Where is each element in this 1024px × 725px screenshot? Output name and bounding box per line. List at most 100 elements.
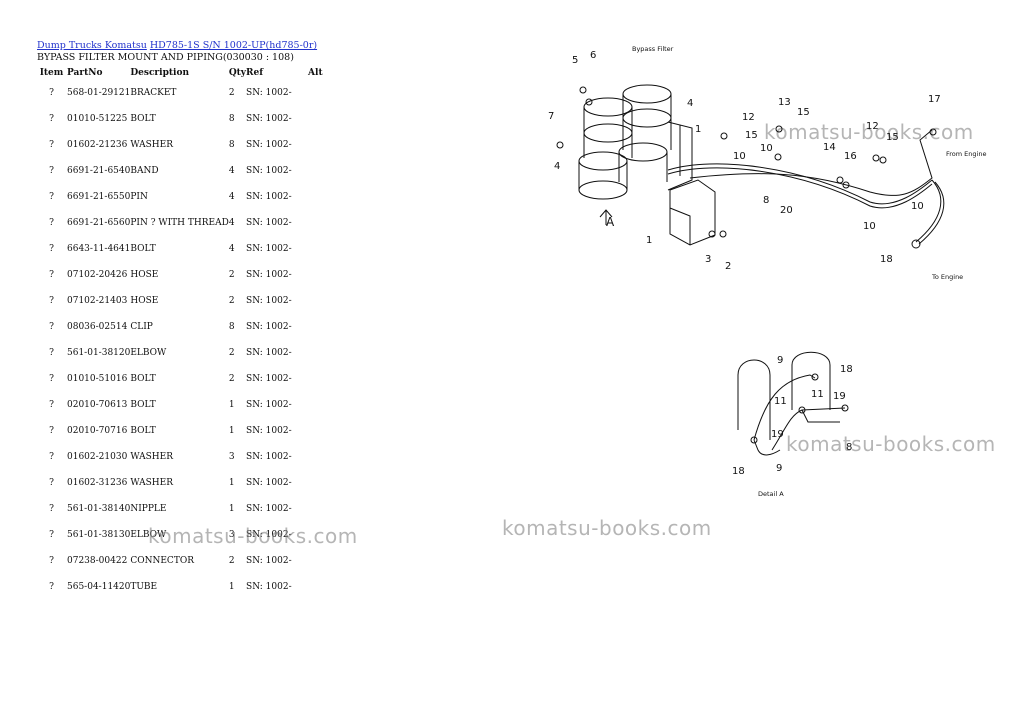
- cell-qty: 4: [228, 166, 235, 176]
- filter-canister-front-right: [618, 142, 668, 182]
- cell-partno: 02010-70613: [67, 400, 128, 410]
- cell-ref: SN: 1002-: [246, 88, 292, 98]
- cell-ref: SN: 1002-: [246, 140, 292, 150]
- cell-alt: [308, 496, 328, 522]
- cell-item: ?: [49, 166, 54, 176]
- callout-4: 4: [687, 98, 693, 109]
- cell-qty: 4: [228, 192, 235, 202]
- cell-alt: [308, 574, 328, 600]
- cell-item: ?: [49, 270, 54, 280]
- breadcrumb-link-model[interactable]: HD785-1S S/N 1002-UP(hd785-0r): [149, 40, 318, 51]
- cell-ref: SN: 1002-: [246, 296, 292, 306]
- callout-10-b: 10: [760, 143, 773, 154]
- watermark-top-right: komatsu-books.com: [764, 120, 974, 144]
- cell-partno: 07238-00422: [67, 556, 128, 566]
- cell-qty: 8: [228, 140, 235, 150]
- cell-qty: 2: [228, 374, 235, 384]
- cell-partno: 6691-21-6540: [67, 166, 131, 176]
- detail-a-label: Detail A: [758, 490, 784, 498]
- cell-partno: 561-01-38140: [67, 504, 131, 514]
- callout-13: 13: [778, 97, 791, 108]
- detail-callout-11-b: 11: [811, 389, 824, 400]
- cell-qty: 2: [228, 296, 235, 306]
- cell-ref: SN: 1002-: [246, 192, 292, 202]
- cell-item: ?: [49, 348, 54, 358]
- cell-qty: 3: [228, 452, 235, 462]
- cell-alt: [308, 262, 328, 288]
- callout-10-c: 10: [863, 221, 876, 232]
- cell-alt: [308, 470, 328, 496]
- callout-4-lower: 4: [554, 161, 560, 172]
- cell-description: BRACKET: [130, 88, 177, 98]
- cell-alt: [308, 340, 328, 366]
- cell-ref: SN: 1002-: [246, 530, 292, 540]
- parts-diagram: 5 6 4 1 7 4 12 15 13 15 17 12 15 14 16 1…: [548, 45, 986, 498]
- callout-2: 2: [725, 261, 731, 272]
- cell-description: WASHER: [130, 140, 174, 150]
- cell-description: TUBE: [130, 582, 158, 592]
- cell-item: ?: [49, 114, 54, 124]
- cell-ref: SN: 1002-: [246, 478, 292, 488]
- callout-8: 8: [763, 195, 769, 206]
- cell-item: ?: [49, 192, 54, 202]
- cell-ref: SN: 1002-: [246, 504, 292, 514]
- cell-alt: [308, 132, 328, 158]
- cell-qty: 2: [228, 88, 235, 98]
- cell-partno: 02010-70716: [67, 426, 128, 436]
- header-alt: Alt: [308, 68, 323, 78]
- cell-partno: 01010-51225: [67, 114, 128, 124]
- callout-15-b: 15: [797, 107, 810, 118]
- cell-qty: 1: [228, 426, 235, 436]
- cell-description: WASHER: [130, 478, 174, 488]
- cell-ref: SN: 1002-: [246, 374, 292, 384]
- cell-qty: 1: [228, 478, 235, 488]
- cell-partno: 561-01-38120: [67, 348, 131, 358]
- detail-callout-18-b: 18: [732, 466, 745, 477]
- callout-1: 1: [695, 124, 701, 135]
- cell-partno: 08036-02514: [67, 322, 128, 332]
- cell-qty: 8: [228, 322, 235, 332]
- cell-alt: [308, 106, 328, 132]
- cell-alt: [308, 418, 328, 444]
- cell-partno: 565-04-11420: [67, 582, 131, 592]
- cell-qty: 1: [228, 504, 235, 514]
- cell-item: ?: [49, 582, 54, 592]
- cell-qty: 2: [228, 556, 235, 566]
- cell-qty: 1: [228, 400, 235, 410]
- cell-description: BOLT: [130, 244, 156, 254]
- detail-callout-11-a: 11: [774, 396, 787, 407]
- filter-canister-rear-right: [622, 84, 672, 150]
- callout-6: 6: [590, 50, 596, 61]
- callout-5: 5: [572, 55, 578, 66]
- callout-10-a: 10: [733, 151, 746, 162]
- cell-ref: SN: 1002-: [246, 426, 292, 436]
- cell-qty: 4: [228, 218, 235, 228]
- cell-qty: 2: [228, 270, 235, 280]
- cell-description: PIN: [130, 192, 148, 202]
- cell-item: ?: [49, 426, 54, 436]
- callout-7: 7: [548, 111, 554, 122]
- cell-description: CLIP: [130, 322, 153, 332]
- callout-15: 15: [745, 130, 758, 141]
- cell-description: BAND: [130, 166, 159, 176]
- cell-alt: [308, 210, 328, 236]
- cell-ref: SN: 1002-: [246, 582, 292, 592]
- breadcrumb-link-category[interactable]: Dump Trucks Komatsu: [37, 40, 147, 51]
- detail-callout-19-a: 19: [771, 429, 784, 440]
- cell-alt: [308, 158, 328, 184]
- from-engine-label: From Engine: [946, 150, 986, 158]
- cell-item: ?: [49, 556, 54, 566]
- detail-tubing: [753, 374, 846, 456]
- bracket-lower: [669, 179, 716, 246]
